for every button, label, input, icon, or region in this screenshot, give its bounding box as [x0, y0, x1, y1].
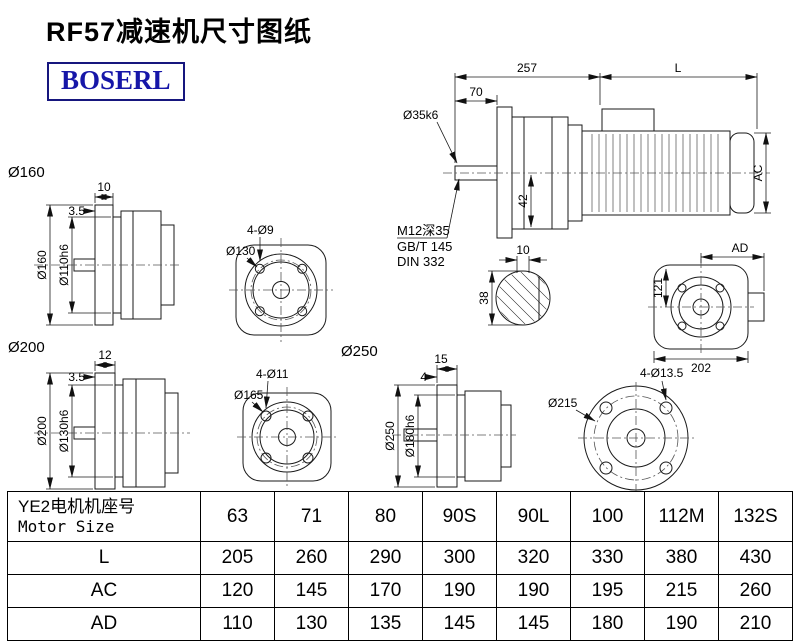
dim-L: L — [675, 61, 682, 75]
dim-250s-flange-width: 15 — [434, 352, 448, 366]
table-cell: 110 — [200, 607, 275, 641]
dim-215-holes: 4-Ø13.5 — [640, 366, 684, 380]
motor-size-label-en: Motor Size — [18, 517, 115, 537]
size-column-header: 71 — [274, 491, 349, 542]
note-gb-standard: GB/T 145 — [397, 239, 452, 254]
table-cell: 180 — [570, 607, 645, 641]
table-cell: 190 — [496, 574, 571, 608]
page-title: RF57减速机尺寸图纸 — [46, 17, 313, 47]
table-cell: 430 — [718, 541, 793, 575]
dim-257: 257 — [517, 61, 537, 75]
dim-AD: AD — [732, 241, 749, 255]
dim-200-step: 3.5 — [68, 370, 85, 384]
dim-160-step: 3.5 — [68, 204, 85, 218]
table-cell: 215 — [644, 574, 719, 608]
table-cell: 260 — [718, 574, 793, 608]
table-cell: 300 — [422, 541, 497, 575]
size-column-header: 112M — [644, 491, 719, 542]
dim-200-flange-width: 12 — [98, 348, 112, 362]
dim-250s-step: 4 — [420, 370, 427, 384]
table-cell: 330 — [570, 541, 645, 575]
brand-logo: BOSERL — [47, 62, 185, 101]
table-cell: 135 — [348, 607, 423, 641]
dim-shaft-diameter: Ø35k6 — [403, 108, 439, 122]
dim-250-bolt-circle: Ø165 — [234, 388, 264, 402]
size-column-header: 80 — [348, 491, 423, 542]
dim-160-flange-width: 10 — [97, 180, 111, 194]
size-column-header: 63 — [200, 491, 275, 542]
table-cell: 210 — [718, 607, 793, 641]
section-label-200: Ø200 — [8, 339, 45, 356]
technical-drawing-canvas: Ø160 10 3.5 Ø160 Ø110h6 — [8, 61, 771, 492]
dim-38: 38 — [477, 291, 491, 305]
section-label-250: Ø250 — [341, 343, 378, 360]
dim-key-width: 10 — [516, 243, 530, 257]
table-cell: 190 — [644, 607, 719, 641]
dim-AC: AC — [751, 164, 765, 181]
view-motor-end: AD 121 202 — [648, 241, 765, 375]
table-cell: 320 — [496, 541, 571, 575]
size-column-header: 90S — [422, 491, 497, 542]
row-label-L: L — [7, 541, 201, 575]
view-shaft-key-section: 10 38 — [477, 243, 551, 326]
table-cell: 260 — [274, 541, 349, 575]
table-cell: 380 — [644, 541, 719, 575]
table-cell: 145 — [422, 607, 497, 641]
note-din-standard: DIN 332 — [397, 254, 445, 269]
dim-250s-spigot: Ø180h6 — [403, 414, 417, 457]
view-flange200-side: 12 3.5 Ø200 Ø130h6 — [34, 348, 190, 490]
table-cell: 170 — [348, 574, 423, 608]
view-flange250-side: 15 4 Ø250 Ø180h6 — [383, 352, 516, 488]
dim-160-outer: Ø160 — [35, 250, 49, 280]
table-cell: 145 — [496, 607, 571, 641]
view-main-assembly: 257 L 70 Ø35k6 42 AC M12深35 GB/T 145 DIN… — [397, 61, 771, 269]
dim-215-bolt-circle: Ø215 — [548, 396, 578, 410]
table-cell: 195 — [570, 574, 645, 608]
dim-250s-outer: Ø250 — [383, 421, 397, 451]
table-row-AD: AD 110 130 135 145 145 180 190 210 — [7, 607, 793, 641]
dim-200-spigot: Ø130h6 — [57, 409, 71, 452]
dim-42: 42 — [516, 194, 530, 208]
row-label-AC: AC — [7, 574, 201, 608]
dimension-table: YE2电机机座号 Motor Size 63 71 80 90S 90L 100… — [7, 491, 793, 641]
dim-160-bolt-circle: Ø130 — [226, 244, 256, 258]
row-label-AD: AD — [7, 607, 201, 641]
note-tapped-hole: M12深35 — [397, 223, 450, 238]
table-row-L: L 205 260 290 300 320 330 380 430 — [7, 541, 793, 575]
dim-160-holes: 4-Ø9 — [247, 223, 274, 237]
dim-70: 70 — [469, 85, 483, 99]
size-column-header: 100 — [570, 491, 645, 542]
table-cell: 190 — [422, 574, 497, 608]
view-flange160-front: 4-Ø9 Ø130 — [226, 223, 333, 342]
dim-160-spigot: Ø110h6 — [57, 244, 71, 286]
motor-size-header-cell: YE2电机机座号 Motor Size — [7, 491, 201, 542]
table-cell: 120 — [200, 574, 275, 608]
dim-250-holes: 4-Ø11 — [256, 367, 289, 381]
view-flange215-front: 4-Ø13.5 Ø215 — [548, 366, 694, 492]
view-flange160-side: 10 3.5 Ø160 Ø110h6 — [34, 180, 182, 326]
section-label-160: Ø160 — [8, 164, 45, 181]
table-cell: 130 — [274, 607, 349, 641]
view-flange250-front: 4-Ø11 Ø165 — [234, 367, 337, 487]
table-cell: 205 — [200, 541, 275, 575]
table-cell: 145 — [274, 574, 349, 608]
motor-size-label-cn: YE2电机机座号 — [18, 496, 136, 516]
dim-200-outer: Ø200 — [35, 416, 49, 446]
size-column-header: 90L — [496, 491, 571, 542]
dim-121: 121 — [651, 278, 665, 298]
table-cell: 290 — [348, 541, 423, 575]
size-column-header: 132S — [718, 491, 793, 542]
dim-202: 202 — [691, 361, 711, 375]
table-row-AC: AC 120 145 170 190 190 195 215 260 — [7, 574, 793, 608]
